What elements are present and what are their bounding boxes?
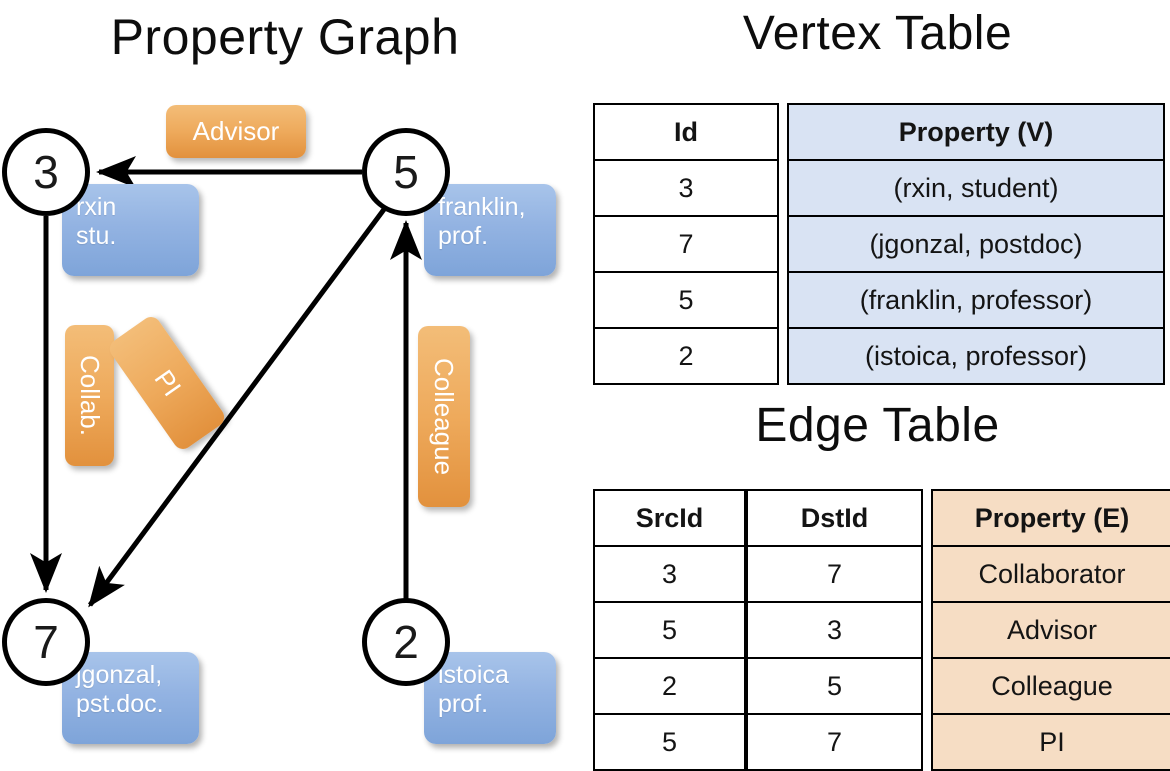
table-row: 7 [593,215,779,273]
edge-label-advisor[interactable]: Advisor [166,105,306,158]
vertex-table-cell-id: 3 [593,159,779,217]
vertex-property-7-line1: jgonzal, [76,661,163,689]
edge-label-collab-text: Collab. [75,355,105,436]
vertex-table-cell-id: 5 [593,271,779,329]
vertex-property-7-line2: pst.doc. [76,689,164,718]
vertex-table-header-id: Id [593,103,779,161]
table-row: 2 [593,327,779,385]
edge-table-cell-property: Collaborator [931,545,1170,603]
page-title-property-graph: Property Graph [110,9,460,65]
table-row: 5 [746,657,923,715]
table-row: 3 [593,545,746,603]
edge-table-property-column: Property (E) Collaborator Advisor Collea… [931,489,1170,771]
table-header-row: Property (E) [931,489,1170,547]
vertex-property-box-5[interactable]: franklin, prof. [424,184,556,276]
table-header-row: Property (V) [787,103,1165,161]
table-row: Colleague [931,657,1170,715]
table-header-row: Id [593,103,779,161]
table-row: (istoica, professor) [787,327,1165,385]
table-row: (jgonzal, postdoc) [787,215,1165,273]
edge-table-cell-property: Advisor [931,601,1170,659]
edge-table-cell-dstid: 5 [746,657,923,715]
vertex-property-3-line1: rxin [76,193,117,221]
vertex-property-box-2[interactable]: istoica prof. [424,652,556,744]
edge-table-cell-dstid: 3 [746,601,923,659]
graph-node-5[interactable]: 5 [362,128,450,216]
table-row: (franklin, professor) [787,271,1165,329]
vertex-property-2-line2: prof. [438,689,489,718]
table-row: (rxin, student) [787,159,1165,217]
table-row: 7 [746,545,923,603]
vertex-table-header-property: Property (V) [787,103,1165,161]
table-row: 3 [593,159,779,217]
vertex-table: Id 3 7 5 2 Property (V) (rxin, student) … [593,103,1165,385]
graph-node-7[interactable]: 7 [2,598,90,686]
edge-5-to-7 [87,206,388,608]
vertex-table-cell-property: (franklin, professor) [787,271,1165,329]
graph-node-5-label: 5 [393,146,419,198]
vertex-table-cell-property: (istoica, professor) [787,327,1165,385]
vertex-table-property-column: Property (V) (rxin, student) (jgonzal, p… [787,103,1165,385]
edge-table-header-srcid: SrcId [593,489,746,547]
table-row: 5 [593,271,779,329]
graph-node-3[interactable]: 3 [2,128,90,216]
edge-table-srcid-column: SrcId 3 5 2 5 [593,489,746,771]
vertex-property-3-line2: stu. [76,221,117,250]
vertex-table-cell-id: 7 [593,215,779,273]
edge-table-header-property: Property (E) [931,489,1170,547]
graph-edges-svg [30,156,422,608]
graph-node-2[interactable]: 2 [362,598,450,686]
edge-table-cell-srcid: 3 [593,545,746,603]
vertex-table-id-column: Id 3 7 5 2 [593,103,779,385]
graph-node-7-label: 7 [33,616,59,668]
table-row: Collaborator [931,545,1170,603]
edge-table-cell-property: Colleague [931,657,1170,715]
edge-label-pi-text: PI [148,364,187,402]
page-title-edge-table: Edge Table [755,399,1000,452]
edge-label-colleague-text: Colleague [429,357,460,476]
table-row: 2 [593,657,746,715]
edge-table: SrcId 3 5 2 5 DstId 7 3 5 7 Property (E)… [593,489,1170,771]
vertex-property-2-line1: istoica [438,661,509,689]
edge-table-header-dstid: DstId [746,489,923,547]
vertex-property-5-line2: prof. [438,221,489,250]
table-row: Advisor [931,601,1170,659]
property-graph-panel: Advisor Collab. PI Colleague rxin stu. f… [0,0,585,760]
table-header-row: SrcId [593,489,746,547]
vertex-property-5-line1: franklin, [438,193,526,221]
table-header-row: DstId [746,489,923,547]
table-row: 5 [593,713,746,771]
vertex-table-cell-property: (jgonzal, postdoc) [787,215,1165,273]
edge-table-cell-dstid: 7 [746,713,923,771]
table-row: 3 [746,601,923,659]
table-row: 5 [593,601,746,659]
edge-table-cell-srcid: 5 [593,601,746,659]
edge-label-colleague[interactable]: Colleague [418,326,470,507]
edge-table-cell-srcid: 5 [593,713,746,771]
graph-node-2-label: 2 [393,616,419,668]
table-row: 7 [746,713,923,771]
page-title-vertex-table: Vertex Table [742,7,1013,60]
vertex-property-box-7[interactable]: jgonzal, pst.doc. [62,652,199,744]
edge-label-collab[interactable]: Collab. [65,325,114,466]
edge-table-dstid-column: DstId 7 3 5 7 [746,489,923,771]
edge-table-cell-dstid: 7 [746,545,923,603]
graph-node-3-label: 3 [33,146,59,198]
edge-label-advisor-text: Advisor [192,116,280,146]
vertex-table-cell-id: 2 [593,327,779,385]
edge-table-cell-srcid: 2 [593,657,746,715]
edge-table-cell-property: PI [931,713,1170,771]
vertex-table-cell-property: (rxin, student) [787,159,1165,217]
table-row: PI [931,713,1170,771]
vertex-property-box-3[interactable]: rxin stu. [62,184,199,276]
